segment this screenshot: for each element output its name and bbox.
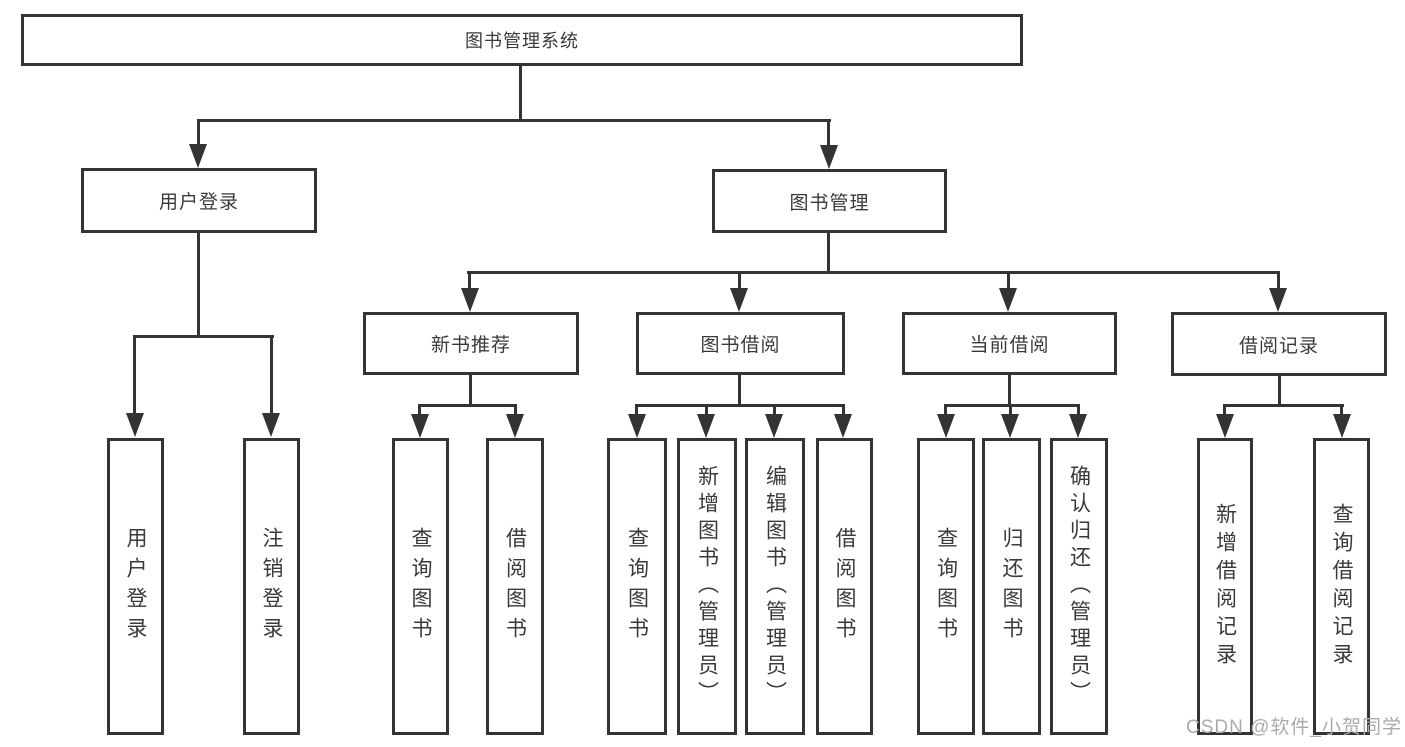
leaf-borrow-query-books: 查询图书 — [607, 438, 667, 735]
arrowhead-to-user-login — [189, 144, 207, 168]
node-current-borrow: 当前借阅 — [902, 312, 1117, 375]
leaf-user-login: 用户登录 — [107, 438, 164, 735]
leaf-query-borrow-record: 查询借阅记录 — [1313, 438, 1370, 735]
connector-arrow-shaft — [1340, 404, 1343, 417]
connector-arrow-shaft — [827, 119, 830, 147]
connector-root-rail — [197, 119, 831, 122]
connector-arrow-shaft — [944, 404, 947, 417]
leaf-recommend-borrow-books: 借阅图书 — [486, 438, 544, 735]
arrowhead-to-return-books — [1001, 414, 1019, 438]
arrowhead-to-add-record — [1216, 414, 1234, 438]
node-book-management: 图书管理 — [712, 169, 947, 233]
leaf-current-query-books: 查询图书 — [917, 438, 975, 735]
connector-root-stem — [519, 66, 522, 120]
arrowhead-to-book-borrow — [730, 288, 748, 312]
arrowhead-to-current-borrow — [999, 288, 1017, 312]
node-book-borrow: 图书借阅 — [636, 312, 845, 375]
leaf-confirm-return-admin: 确认归还（管理员） — [1050, 438, 1108, 735]
connector-arrow-shaft — [514, 404, 517, 417]
connector-arrow-shaft — [133, 335, 136, 416]
node-user-login: 用户登录 — [81, 168, 317, 233]
node-new-book-recommend: 新书推荐 — [363, 312, 579, 375]
connector-arrow-shaft — [1077, 404, 1080, 417]
arrowhead-to-book-management — [820, 145, 838, 169]
connector-arrow-shaft — [468, 271, 471, 291]
leaf-edit-books-admin: 编辑图书（管理员） — [745, 438, 805, 735]
connector-arrow-shaft — [842, 404, 845, 417]
connector-recommend-rail — [418, 404, 517, 407]
leaf-recommend-query-books: 查询图书 — [392, 438, 449, 735]
connector-user-login-stem — [197, 233, 200, 338]
connector-arrow-shaft — [270, 335, 273, 416]
connector-user-login-rail — [133, 335, 274, 338]
connector-arrow-shaft — [1007, 271, 1010, 291]
arrowhead-to-current-query — [937, 414, 955, 438]
node-root-library-system: 图书管理系统 — [21, 14, 1023, 66]
connector-arrow-shaft — [418, 404, 421, 417]
connector-borrow-stem — [738, 375, 741, 407]
arrowhead-to-borrow-records — [1269, 288, 1287, 312]
connector-arrow-shaft — [635, 404, 638, 417]
arrowhead-to-new-book-recommend — [461, 288, 479, 312]
connector-recommend-stem — [469, 375, 472, 407]
leaf-add-borrow-record: 新增借阅记录 — [1197, 438, 1253, 735]
leaf-borrow-books: 借阅图书 — [816, 438, 873, 735]
arrowhead-to-leaf-logout — [262, 413, 280, 437]
connector-borrow-rail — [635, 404, 845, 407]
leaf-logout: 注销登录 — [243, 438, 300, 735]
connector-arrow-shaft — [1277, 271, 1280, 291]
connector-arrow-shaft — [738, 271, 741, 291]
connector-arrow-shaft — [1223, 404, 1226, 417]
connector-current-rail — [944, 404, 1080, 407]
arrowhead-to-leaf-user-login — [126, 413, 144, 437]
connector-arrow-shaft — [773, 404, 776, 417]
csdn-watermark: CSDN @软件_小贺同学 — [1186, 717, 1402, 738]
arrowhead-to-recommend-query — [411, 414, 429, 438]
arrowhead-to-query-record — [1333, 414, 1351, 438]
connector-arrow-shaft — [705, 404, 708, 417]
leaf-add-books-admin: 新增图书（管理员） — [677, 438, 737, 735]
connector-current-stem — [1008, 375, 1011, 407]
connector-arrow-shaft — [197, 119, 200, 147]
connector-arrow-shaft — [1009, 404, 1012, 417]
connector-book-mgmt-rail — [467, 271, 1280, 274]
arrowhead-to-add-books — [697, 414, 715, 438]
arrowhead-to-borrow-books — [834, 414, 852, 438]
connector-records-stem — [1278, 376, 1281, 407]
leaf-return-books: 归还图书 — [982, 438, 1041, 735]
arrowhead-to-recommend-borrow — [506, 414, 524, 438]
arrowhead-to-borrow-query — [628, 414, 646, 438]
node-borrow-records: 借阅记录 — [1171, 312, 1387, 376]
connector-records-rail — [1223, 404, 1344, 407]
connector-book-mgmt-stem — [827, 233, 830, 274]
arrowhead-to-confirm-return — [1069, 414, 1087, 438]
arrowhead-to-edit-books — [765, 414, 783, 438]
